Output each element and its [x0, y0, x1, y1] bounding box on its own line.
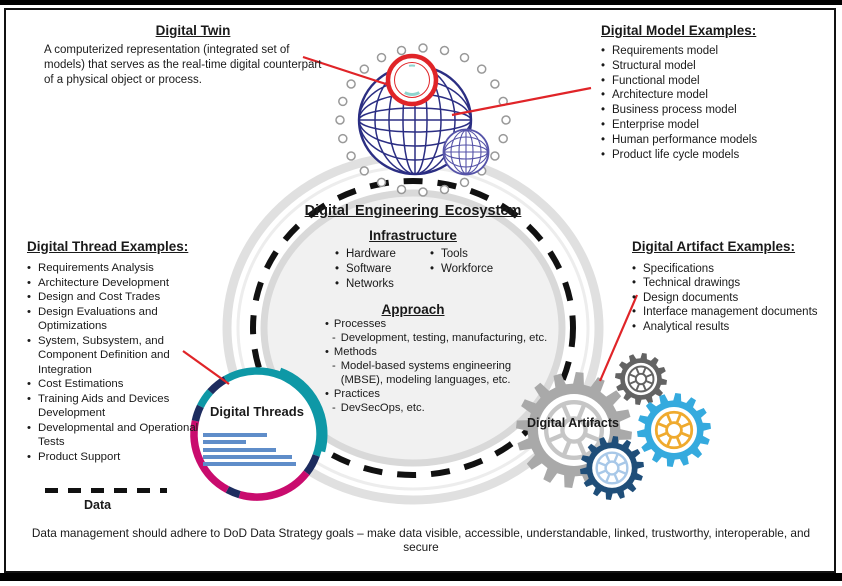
- list-item: Training Aids and Devices Development: [27, 392, 223, 421]
- list-item: Tools: [430, 247, 493, 262]
- list-item: •Practices: [325, 388, 380, 400]
- list-item: •Processes: [325, 318, 387, 330]
- list-item: Architecture model: [601, 88, 816, 103]
- digital-thread-examples-list: Requirements Analysis Architecture Devel…: [27, 261, 223, 464]
- footer-note: Data management should adhere to DoD Dat…: [31, 526, 811, 554]
- digital-twin-title: Digital Twin: [155, 23, 231, 38]
- ecosystem-title: Digital Engineering Ecosystem: [304, 203, 522, 219]
- approach-title: Approach: [381, 302, 445, 317]
- list-subitem: -Model-based systems engineering (MBSE),…: [332, 360, 512, 386]
- list-item: Interface management documents: [632, 305, 842, 320]
- digital-artifact-examples: Digital Artifact Examples: Specification…: [632, 239, 842, 334]
- digital-artifact-examples-list: Specifications Technical drawings Design…: [632, 262, 842, 334]
- dotted-circle-ring: [335, 43, 511, 197]
- infrastructure-title: Infrastructure: [369, 228, 457, 243]
- list-item: •Methods: [325, 346, 377, 358]
- list-item: Design and Cost Trades: [27, 290, 223, 305]
- digital-artifact-examples-title: Digital Artifact Examples:: [632, 239, 796, 254]
- list-item: Enterprise model: [601, 118, 816, 133]
- list-subitem: -DevSecOps, etc.: [332, 402, 425, 414]
- list-item: Design Evaluations and Optimizations: [27, 305, 223, 334]
- list-item: Specifications: [632, 262, 842, 277]
- approach-list: •Processes -Development, testing, manufa…: [325, 317, 561, 415]
- globe-icon: [357, 64, 490, 176]
- list-item: Requirements model: [601, 44, 816, 59]
- list-item: Networks: [335, 277, 396, 292]
- outer-frame: [4, 8, 836, 573]
- list-item: Hardware: [335, 247, 396, 262]
- data-legend-label: Data: [84, 498, 112, 512]
- list-item: Design documents: [632, 291, 842, 306]
- list-item: Requirements Analysis: [27, 261, 223, 276]
- list-item: Architecture Development: [27, 276, 223, 291]
- digital-threads-label: Digital Threads: [210, 404, 304, 419]
- list-item: Workforce: [430, 262, 493, 277]
- list-item: Product life cycle models: [601, 148, 816, 163]
- digital-model-examples: Digital Model Examples: Requirements mod…: [601, 23, 816, 162]
- infrastructure-col1: Hardware Software Networks: [335, 247, 396, 292]
- list-item: System, Subsystem, and Component Definit…: [27, 334, 223, 378]
- list-item: Analytical results: [632, 320, 842, 335]
- data-legend-dashes: [45, 488, 167, 493]
- list-item: Software: [335, 262, 396, 277]
- digital-thread-examples-title: Digital Thread Examples:: [27, 239, 189, 254]
- digital-model-examples-title: Digital Model Examples:: [601, 23, 757, 38]
- infrastructure-col2: Tools Workforce: [430, 247, 493, 277]
- list-item: Cost Estimations: [27, 377, 223, 392]
- list-item: Developmental and Operational Tests: [27, 421, 223, 450]
- list-item: Business process model: [601, 103, 816, 118]
- list-subitem: -Development, testing, manufacturing, et…: [332, 332, 548, 344]
- list-item: Product Support: [27, 450, 223, 465]
- digital-twin-marker-icon: [385, 53, 439, 107]
- list-item: Structural model: [601, 59, 816, 74]
- gears-icon: [516, 353, 711, 500]
- digital-thread-examples: Digital Thread Examples: Requirements An…: [27, 239, 227, 464]
- digital-twin-description: A computerized representation (integrate…: [44, 44, 322, 86]
- top-border-bar: [0, 0, 842, 5]
- callout-lines: [182, 55, 639, 385]
- list-item: Functional model: [601, 74, 816, 89]
- list-item: Human performance models: [601, 133, 816, 148]
- list-item: Technical drawings: [632, 276, 842, 291]
- digital-model-examples-list: Requirements model Structural model Func…: [601, 44, 816, 162]
- digital-artifacts-label: Digital Artifacts: [527, 416, 619, 430]
- bottom-border-bar: [0, 573, 842, 581]
